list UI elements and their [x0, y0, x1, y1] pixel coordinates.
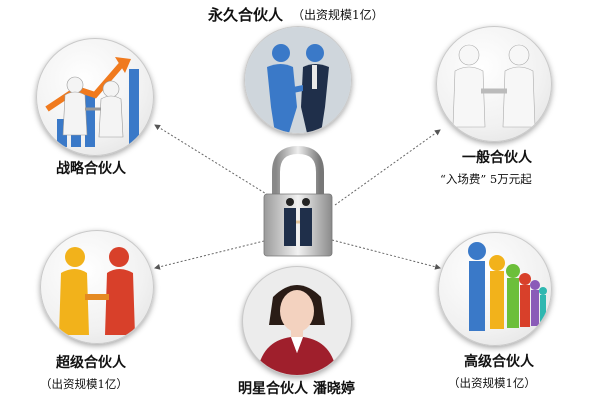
padlock-icon: [263, 145, 333, 257]
connector-general: [334, 129, 441, 206]
general-partner-label: 一般合伙人: [462, 150, 532, 166]
super-partner-label: 超级合伙人: [56, 355, 126, 371]
permanent-partner-image: [244, 26, 352, 134]
handshake-white-icon: [452, 44, 536, 128]
senior-partner-note: （出资规模1亿）: [448, 376, 536, 390]
senior-partner-image: [438, 232, 552, 346]
figures-group-icon: [468, 242, 547, 331]
star-portrait-icon: [257, 285, 337, 375]
handshake-gold-red-icon: [59, 247, 135, 335]
star-partner-label: 明星合伙人 潘晓婷: [238, 381, 355, 397]
super-partner-image: [40, 230, 154, 344]
connector-strategic: [154, 124, 269, 196]
general-partner-image: [436, 26, 552, 142]
strategic-partner-image: [36, 38, 154, 156]
strategic-partner-label: 战略合伙人: [56, 161, 126, 177]
connector-senior: [331, 239, 441, 270]
handshake-blue-icon: [245, 27, 351, 133]
general-partner-note: “入场费” 5万元起: [440, 172, 532, 186]
permanent-partner-note: （出资规模1亿）: [292, 8, 384, 22]
center-lock: [262, 145, 334, 258]
connector-super: [154, 239, 269, 270]
permanent-partner-label: 永久合伙人: [208, 6, 284, 24]
super-partner-note: （出资规模1亿）: [40, 377, 128, 391]
growth-chart-icon: [45, 57, 139, 147]
star-partner-image: [242, 266, 352, 376]
senior-partner-label: 高级合伙人: [464, 354, 534, 370]
